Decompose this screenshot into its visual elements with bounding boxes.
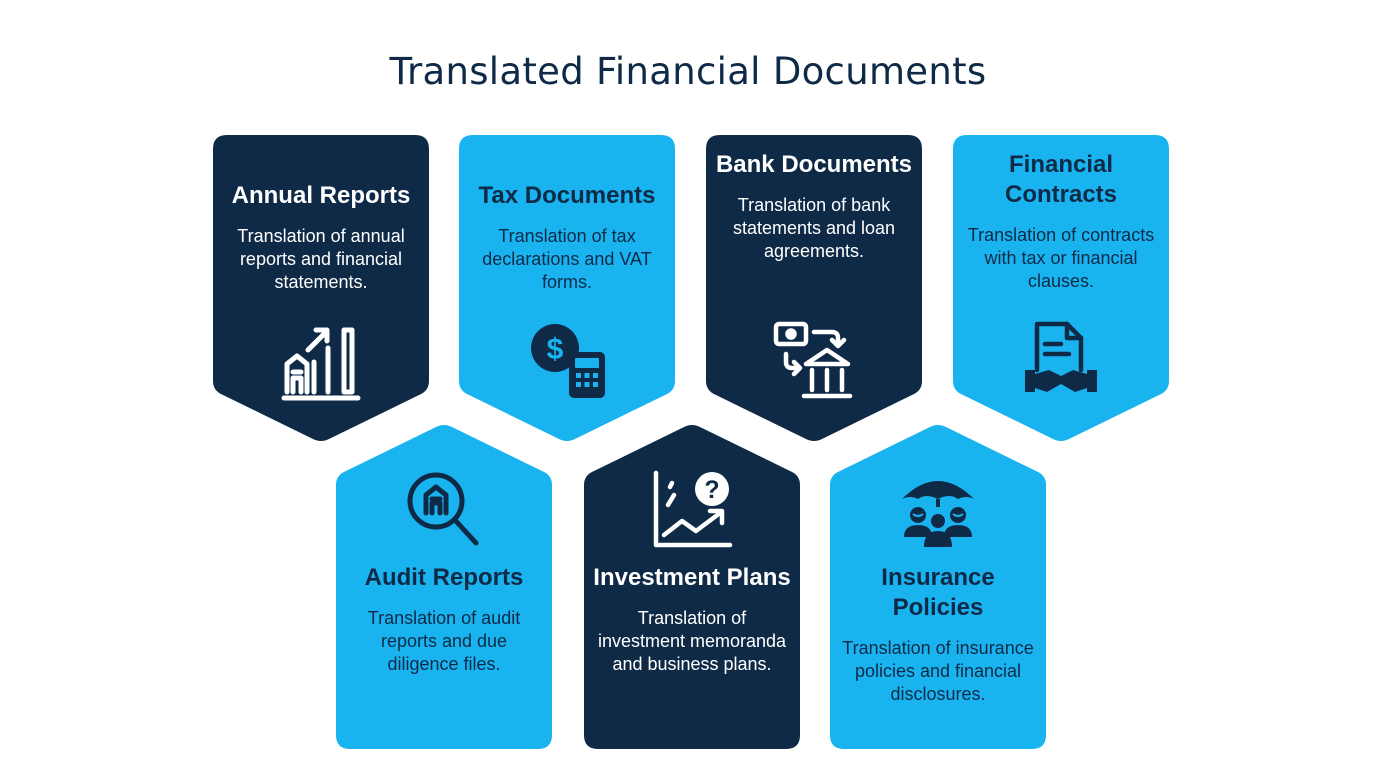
- card-annual-reports: Annual Reports Translation of annual rep…: [213, 135, 429, 441]
- card-shape: [459, 135, 675, 441]
- card-heading: Bank Documents: [715, 151, 913, 178]
- card-description: Translation of contracts with tax or fin…: [967, 225, 1155, 291]
- card-description: Translation of insurance policies and fi…: [842, 638, 1034, 704]
- card-description: Translation of bank statements and loan …: [732, 195, 896, 261]
- card-shape: [830, 425, 1046, 749]
- card-heading: Annual Reports: [231, 182, 411, 209]
- bar-chart-building-icon: [281, 327, 361, 401]
- card-tax-documents: Tax Documents Translation of tax declara…: [459, 135, 675, 441]
- card-investment-plans: ? Investment Plans Translation of invest…: [584, 425, 800, 749]
- card-bank-documents: Bank Documents Translation of bank state…: [706, 135, 922, 441]
- contract-handshake-icon: [1025, 321, 1097, 392]
- card-shape: [584, 425, 800, 749]
- svg-text:?: ?: [704, 476, 719, 504]
- page-title: Translated Financial Documents: [389, 50, 987, 93]
- card-shape: [706, 135, 922, 441]
- bank-transfer-icon: [773, 321, 853, 399]
- svg-text:$: $: [547, 333, 564, 366]
- dollar-calculator-icon: $: [531, 324, 605, 398]
- card-shape: [213, 135, 429, 441]
- card-description: Translation of investment memoranda and …: [597, 608, 787, 674]
- card-heading: Audit Reports: [364, 564, 524, 591]
- umbrella-people-icon: [902, 481, 974, 547]
- magnifier-building-icon: [407, 472, 479, 546]
- card-heading: Tax Documents: [478, 182, 656, 209]
- card-insurance-policies: Insurance Policies Translation of insura…: [830, 425, 1046, 749]
- card-description: Translation of annual reports and financ…: [237, 226, 405, 292]
- chart-question-icon: ?: [653, 470, 733, 548]
- card-description: Translation of tax declarations and VAT …: [482, 226, 652, 292]
- card-shape: [336, 425, 552, 749]
- card-shape: [953, 135, 1169, 441]
- card-heading: Insurance Policies: [881, 564, 995, 621]
- card-financial-contracts: Financial Contracts Translation of contr…: [953, 135, 1169, 441]
- card-audit-reports: Audit Reports Translation of audit repor…: [336, 425, 552, 749]
- card-heading: Investment Plans: [593, 564, 791, 591]
- card-heading: Financial Contracts: [1004, 151, 1118, 208]
- card-description: Translation of audit reports and due dil…: [367, 608, 521, 674]
